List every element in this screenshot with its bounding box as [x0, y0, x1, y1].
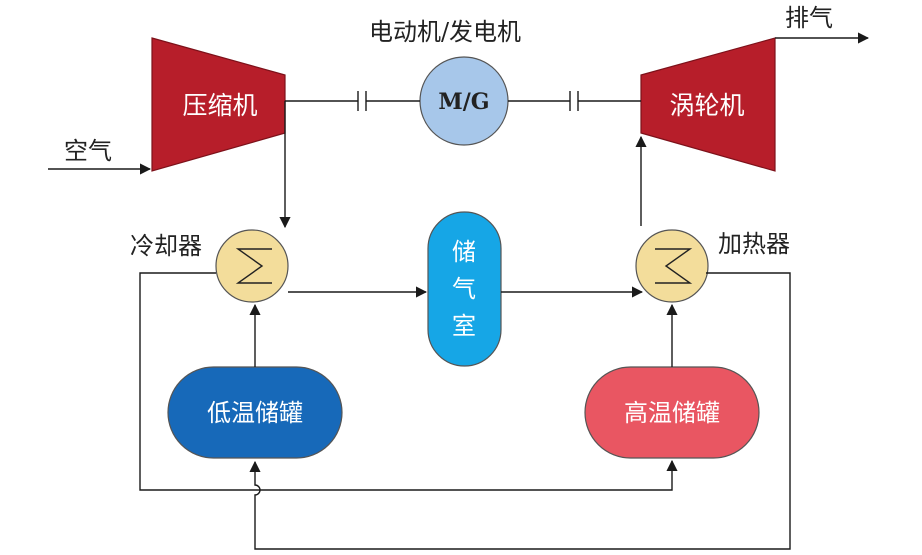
heater-zigzag-icon: [655, 248, 693, 284]
turbine-label: 涡轮机: [669, 91, 744, 120]
cooler-label: 冷却器: [130, 232, 202, 260]
motor-generator-label: M/G: [438, 89, 489, 115]
heater-to-low-tank-loop: [249, 272, 791, 550]
heater-label: 加热器: [718, 230, 790, 258]
air-storage-label-char-2: 气: [452, 275, 476, 303]
low-temp-tank-label: 低温储罐: [207, 399, 303, 427]
motor-generator-title: 电动机/发电机: [369, 18, 521, 46]
cooler-sigma-icon: [235, 248, 272, 284]
compressor-label: 压缩机: [182, 91, 257, 120]
air-storage-shape: [427, 211, 502, 367]
air-storage-label-char-1: 储: [452, 238, 476, 266]
cooler-circle: [215, 229, 289, 303]
air-storage-label-char-3: 室: [452, 312, 476, 340]
heater-circle: [635, 229, 709, 303]
high-temp-tank-label: 高温储罐: [624, 399, 720, 427]
air-inlet-label: 空气: [64, 137, 112, 165]
exhaust-label: 排气: [785, 4, 833, 32]
turbine-shape: [640, 37, 776, 172]
cooler-to-high-tank-loop: [139, 272, 678, 491]
